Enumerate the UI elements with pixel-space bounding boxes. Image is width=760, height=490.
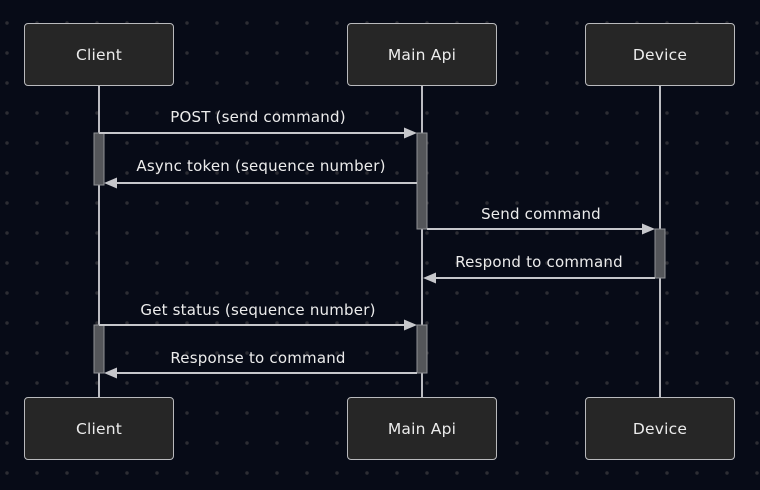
actor-box-client-bottom: Client	[24, 397, 174, 460]
actor-box-device-bottom: Device	[585, 397, 735, 460]
message-label-async-token: Async token (sequence number)	[136, 157, 386, 175]
actor-box-main-api-top: Main Api	[347, 23, 497, 86]
activation-client-1	[93, 132, 105, 186]
actor-label: Main Api	[387, 419, 457, 438]
arrowhead-left-icon	[104, 177, 117, 189]
message-label-post-send-command: POST (send command)	[170, 108, 346, 126]
activation-device-1	[654, 228, 666, 279]
arrowhead-right-icon	[642, 223, 655, 235]
arrowhead-left-icon	[423, 272, 436, 284]
actor-label: Client	[75, 419, 123, 438]
message-label-respond-to-command: Respond to command	[455, 253, 623, 271]
actor-box-main-api-bottom: Main Api	[347, 397, 497, 460]
actor-box-client-top: Client	[24, 23, 174, 86]
actor-label: Device	[632, 45, 688, 64]
activation-main-api-2	[416, 324, 428, 374]
message-label-response-to-command: Response to command	[170, 349, 346, 367]
message-label-get-status: Get status (sequence number)	[140, 301, 376, 319]
arrowhead-right-icon	[404, 127, 417, 139]
arrowhead-left-icon	[104, 367, 117, 379]
actor-box-device-top: Device	[585, 23, 735, 86]
message-label-send-command: Send command	[481, 205, 601, 223]
activation-main-api-1	[416, 132, 428, 230]
actor-label: Client	[75, 45, 123, 64]
arrowhead-right-icon	[404, 319, 417, 331]
actor-label: Device	[632, 419, 688, 438]
activation-client-2	[93, 324, 105, 374]
actor-label: Main Api	[387, 45, 457, 64]
